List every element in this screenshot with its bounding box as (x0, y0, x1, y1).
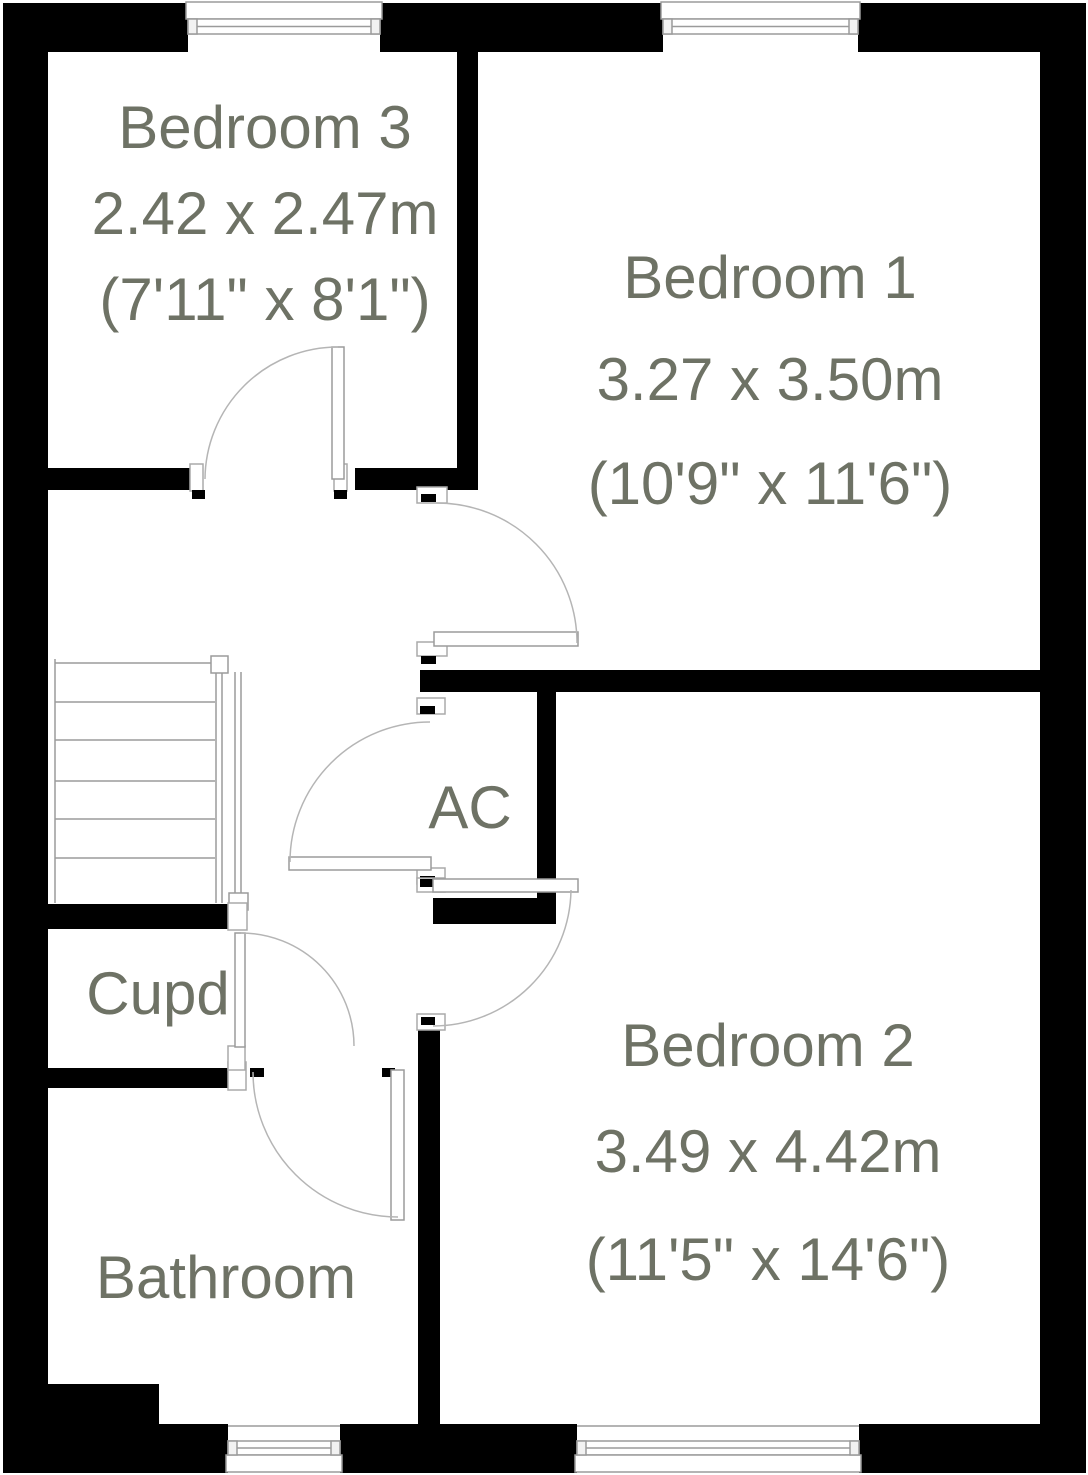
label-bathroom: Bathroom (96, 1244, 356, 1311)
wall-bathroom-step (48, 1384, 159, 1426)
door-leaf (432, 878, 579, 893)
door-swing-arc (436, 502, 578, 644)
window-bedroom2-bottom (574, 1425, 862, 1473)
window-bedroom1-top (660, 1, 861, 35)
wall-left (3, 3, 48, 1473)
door-bedroom3 (189, 346, 348, 499)
door-bedroom2 (416, 877, 579, 1031)
wall-bedroom1-bottom (420, 670, 1045, 692)
room-name: Bedroom 1 (623, 244, 917, 311)
door-swing-arc (204, 346, 339, 480)
wall-ac-bottom (433, 898, 556, 924)
room-size-metric: 3.27 x 3.50m (597, 346, 944, 413)
room-size-imperial: (11'5" x 14'6") (586, 1226, 951, 1293)
label-cupboard: Cupd (86, 960, 229, 1027)
room-size-metric: 3.49 x 4.42m (595, 1118, 942, 1185)
label-bedroom2: Bedroom 2 3.49 x 4.42m (11'5" x 14'6") (586, 1012, 951, 1293)
room-size-imperial: (10'9" x 11'6") (588, 450, 953, 517)
room-size-metric: 2.42 x 2.47m (92, 180, 439, 247)
door-leaf (288, 856, 432, 871)
door-leaf (331, 346, 345, 480)
wall-bedroom3-bottom-right (355, 468, 477, 490)
door-swing-arc (289, 721, 431, 863)
door-bedroom1 (416, 486, 579, 664)
door-leaf (234, 932, 246, 1048)
room-size-imperial: (7'11" x 8'1") (99, 266, 430, 333)
window-bedroom3-top (185, 1, 383, 35)
door-bathroom (227, 1061, 405, 1221)
windows (185, 1, 862, 1473)
wall-right (1040, 3, 1086, 1473)
door-swing-arc (252, 1071, 399, 1218)
doors (189, 346, 579, 1221)
label-bedroom1: Bedroom 1 3.27 x 3.50m (10'9" x 11'6") (588, 244, 953, 517)
door-swing-arc (432, 889, 572, 1027)
room-name: Bedroom 2 (621, 1012, 915, 1079)
wall-cupboard-top (48, 904, 247, 929)
wall-bathroom-bedroom2 (418, 1028, 440, 1426)
staircase (54, 655, 249, 911)
door-swing-arc (240, 932, 355, 1047)
wall-bottom-middle (340, 1424, 577, 1473)
room-labels: Bedroom 3 2.42 x 2.47m (7'11" x 8'1") Be… (86, 94, 952, 1311)
label-ac: AC (428, 774, 511, 841)
stair-newel-post-top (210, 655, 229, 674)
walls (3, 3, 1086, 1473)
label-bedroom3: Bedroom 3 2.42 x 2.47m (7'11" x 8'1") (92, 94, 439, 333)
wall-top-middle (380, 3, 663, 52)
room-name: Bedroom 3 (118, 94, 412, 161)
door-ac (288, 697, 446, 885)
door-leaf (433, 631, 579, 647)
wall-cupboard-bottom (48, 1068, 245, 1088)
door-leaf (390, 1069, 405, 1221)
door-cupboard (227, 902, 355, 1071)
wall-bedroom3-bottom-left (48, 468, 192, 490)
wall-ac-right (537, 692, 556, 924)
wall-bottom-right (859, 1424, 1086, 1473)
wall-bottom-left (3, 1424, 228, 1473)
window-bathroom-bottom (225, 1425, 343, 1473)
wall-bedroom3-bedroom1-divider (457, 52, 478, 490)
